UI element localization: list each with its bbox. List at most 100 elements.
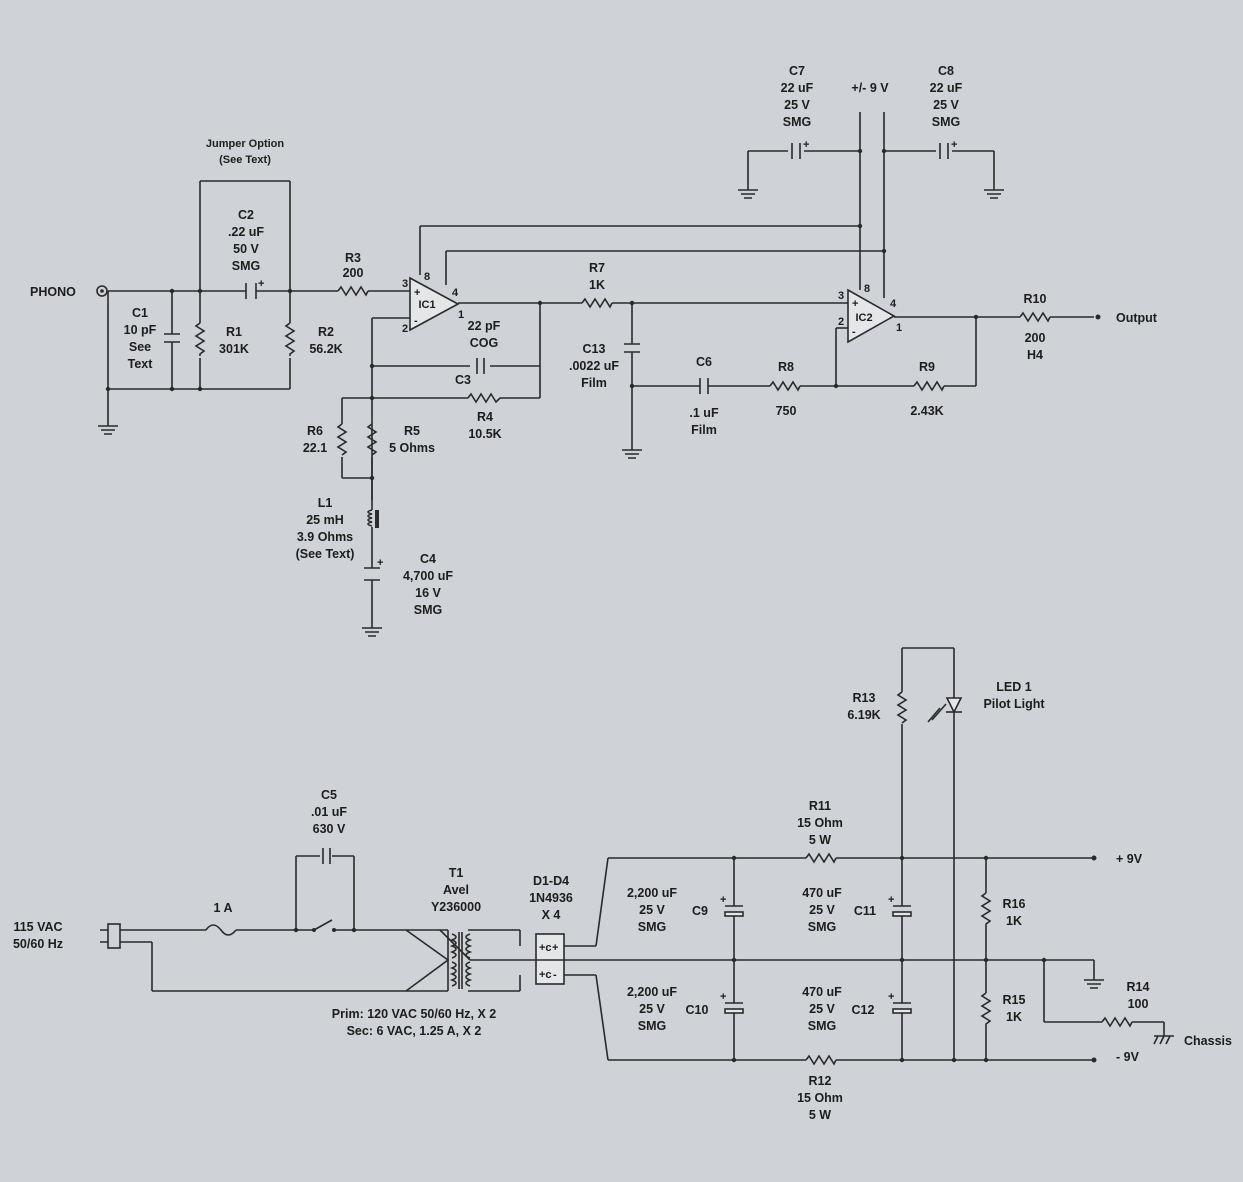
ground-icon	[738, 189, 758, 199]
c11-rating: 25 V	[809, 903, 835, 917]
r13-value: 6.19K	[847, 708, 880, 722]
c11-type: SMG	[808, 920, 836, 934]
r5-value: 5 Ohms	[389, 441, 435, 455]
svg-text:+: +	[803, 139, 809, 151]
svg-text:+c: +c	[539, 969, 552, 981]
resistor-r7	[581, 297, 613, 309]
resistor-r9	[913, 380, 945, 392]
c3-type: COG	[470, 336, 498, 350]
ic1-pin: 4	[452, 287, 459, 299]
c10-label: C10	[686, 1003, 709, 1017]
power-supply-wiring	[120, 647, 1165, 1061]
amplifier-wiring	[107, 112, 1094, 628]
c2-value: .22 uF	[228, 225, 264, 239]
power-switch[interactable]	[312, 919, 336, 932]
c7-label: C7	[789, 64, 805, 78]
resistor-r14	[1101, 1016, 1133, 1028]
r6-value: 22.1	[303, 441, 327, 455]
t1-brand: Avel	[443, 883, 469, 897]
r11-power: 5 W	[809, 833, 831, 847]
c9-type: SMG	[638, 920, 666, 934]
minus-9v-terminal[interactable]	[1091, 1057, 1097, 1063]
c9-value: 2,200 uF	[627, 886, 677, 900]
c5-rating: 630 V	[313, 822, 346, 836]
inductor-l1	[367, 509, 379, 528]
r8-label: R8	[778, 360, 794, 374]
plus-9v-terminal[interactable]	[1091, 855, 1097, 861]
c5-label: C5	[321, 788, 337, 802]
svg-text:-: -	[553, 969, 557, 981]
output-terminal[interactable]	[1095, 314, 1101, 320]
c10-rating: 25 V	[639, 1002, 665, 1016]
r2-label: R2	[318, 325, 334, 339]
ground-icon	[98, 425, 118, 435]
svg-text:+: +	[552, 942, 558, 954]
ic2-pin: 3	[838, 290, 844, 302]
r15-value: 1K	[1006, 1010, 1022, 1024]
c12-value: 470 uF	[802, 985, 842, 999]
t1-secondary-spec: Sec: 6 VAC, 1.25 A, X 2	[347, 1024, 482, 1038]
r8-value: 750	[776, 404, 797, 418]
r2-value: 56.2K	[309, 342, 342, 356]
c10-type: SMG	[638, 1019, 666, 1033]
led1-label: LED 1	[996, 680, 1031, 694]
capacitor-c5	[322, 848, 331, 864]
power-supply-components: +c + +c - + + + +	[100, 691, 1174, 1066]
ic2-pin: 8	[864, 283, 870, 295]
c1-note: Text	[128, 357, 154, 371]
t1-part: Y236000	[431, 900, 481, 914]
c7-type: SMG	[783, 115, 811, 129]
transformer-t1	[449, 932, 473, 989]
c2-label: C2	[238, 208, 254, 222]
minus-9v-label: - 9V	[1116, 1050, 1140, 1064]
svg-text:-: -	[414, 315, 418, 327]
r7-value: 1K	[589, 278, 605, 292]
capacitor-c3	[476, 358, 485, 374]
capacitor-c2: +	[238, 278, 264, 299]
output-label: Output	[1116, 311, 1158, 325]
phono-jack[interactable]	[96, 285, 108, 297]
r10-note: H4	[1027, 348, 1043, 362]
c8-type: SMG	[932, 115, 960, 129]
led-icon	[927, 697, 963, 723]
ic2-pin: 2	[838, 316, 844, 328]
r3-value: 200	[343, 266, 364, 280]
fuse-label: 1 A	[214, 901, 233, 915]
r16-label: R16	[1003, 897, 1026, 911]
fuse-icon	[205, 924, 237, 936]
t1-primary-spec: Prim: 120 VAC 50/60 Hz, X 2	[332, 1007, 496, 1021]
resistor-r3	[337, 285, 369, 297]
ac-input-freq: 50/60 Hz	[13, 937, 63, 951]
chassis-label: Chassis	[1184, 1034, 1232, 1048]
svg-text:+: +	[852, 298, 858, 310]
phono-label: PHONO	[30, 285, 76, 299]
r5-label: R5	[404, 424, 420, 438]
c1-label: C1	[132, 306, 148, 320]
c4-rating: 16 V	[415, 586, 441, 600]
r7-label: R7	[589, 261, 605, 275]
capacitor-c10: +	[720, 991, 744, 1014]
c2-type: SMG	[232, 259, 260, 273]
led1-desc: Pilot Light	[983, 697, 1045, 711]
resistor-r8	[769, 380, 801, 392]
ic2-pin: 4	[890, 298, 897, 310]
plus-9v-label: + 9V	[1116, 852, 1143, 866]
capacitor-c9: +	[720, 894, 744, 917]
diodes-part: 1N4936	[529, 891, 573, 905]
ac-plug-icon	[100, 923, 152, 949]
r6-label: R6	[307, 424, 323, 438]
c13-label: C13	[583, 342, 606, 356]
resistor-r1	[194, 322, 206, 356]
c5-value: .01 uF	[311, 805, 347, 819]
c9-label: C9	[692, 904, 708, 918]
opamp-ic2	[847, 288, 896, 344]
r9-label: R9	[919, 360, 935, 374]
svg-text:+: +	[720, 991, 726, 1003]
resistor-r4	[467, 392, 501, 404]
r12-value: 15 Ohm	[797, 1091, 843, 1105]
jumper-label: (See Text)	[219, 154, 271, 166]
resistor-r16	[980, 892, 992, 927]
c7-rating: 25 V	[784, 98, 810, 112]
resistor-r13	[896, 691, 908, 724]
svg-text:-: -	[852, 326, 856, 338]
